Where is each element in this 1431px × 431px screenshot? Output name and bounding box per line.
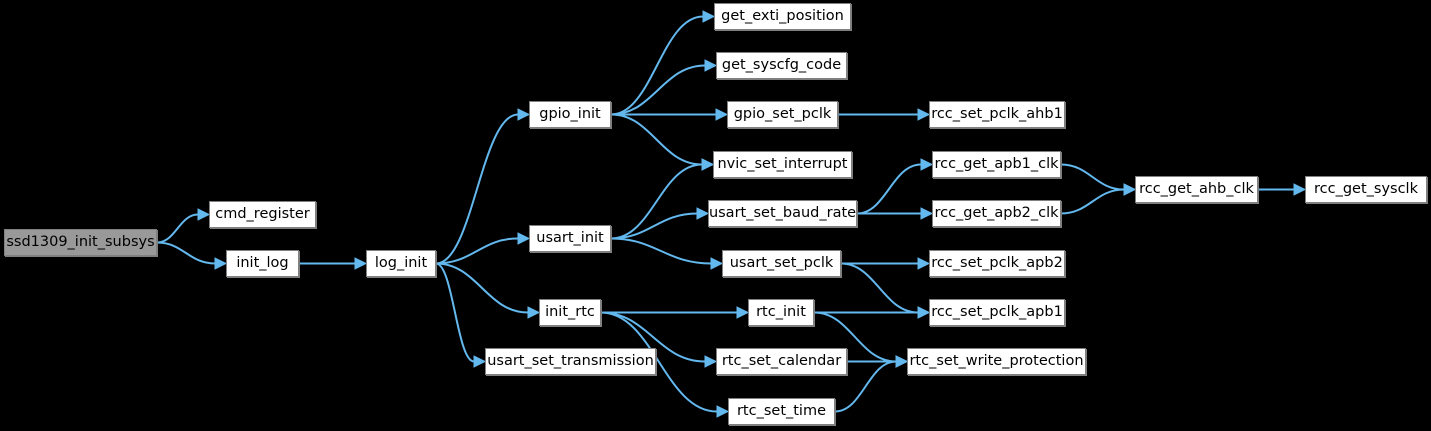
graph-edge-ssd1309_init_subsys-to-cmd_register: [156, 208, 211, 244]
graph-edge-init_log-to-log_init: [299, 257, 368, 270]
graph-node-label: rcc_set_pclk_ahb1: [931, 106, 1063, 123]
graph-node-label: rcc_get_apb1_clk: [934, 156, 1059, 173]
graph-edge-usart_set_pclk-to-rcc_set_pclk_apb2: [841, 257, 931, 270]
graph-node-label: usart_set_transmission: [487, 353, 654, 370]
graph-node-label: cmd_register: [215, 206, 310, 223]
graph-node-rcc_get_apb1_clk[interactable]: rcc_get_apb1_clk: [932, 151, 1061, 178]
graph-edge-log_init-to-usart_init: [435, 232, 531, 265]
graph-node-rcc_set_pclk_ahb1[interactable]: rcc_set_pclk_ahb1: [929, 101, 1065, 128]
graph-node-label: rcc_get_sysclk: [1314, 181, 1418, 198]
graph-node-label: gpio_init: [539, 106, 601, 123]
graph-node-gpio_set_pclk[interactable]: gpio_set_pclk: [727, 101, 838, 128]
graph-node-rcc_set_pclk_apb1[interactable]: rcc_set_pclk_apb1: [929, 299, 1065, 326]
graph-node-label: usart_set_pclk: [729, 255, 834, 272]
graph-node-label: init_log: [236, 255, 289, 272]
graph-node-rtc_set_write_protection[interactable]: rtc_set_write_protection: [907, 348, 1086, 375]
graph-node-label: usart_set_baud_rate: [708, 205, 857, 222]
graph-node-log_init[interactable]: log_init: [366, 250, 436, 277]
graph-edge-ssd1309_init_subsys-to-init_log: [156, 241, 228, 270]
graph-edge-log_init-to-gpio_init: [435, 108, 531, 265]
graph-edge-gpio_set_pclk-to-rcc_set_pclk_ahb1: [837, 108, 931, 121]
graph-node-usart_set_baud_rate[interactable]: usart_set_baud_rate: [708, 200, 857, 227]
graph-node-cmd_register[interactable]: cmd_register: [209, 201, 316, 228]
graph-node-label: usart_init: [536, 230, 604, 247]
graph-edge-gpio_init-to-get_exti_position: [610, 10, 716, 116]
graph-edge-usart_init-to-nvic_set_interrupt: [610, 158, 715, 240]
graph-edge-usart_init-to-usart_set_pclk: [610, 237, 724, 270]
graph-node-label: rcc_set_pclk_apb2: [931, 255, 1063, 272]
graph-node-rtc_init[interactable]: rtc_init: [748, 299, 814, 326]
graph-edge-init_rtc-to-rtc_set_time: [600, 311, 730, 418]
graph-node-gpio_init[interactable]: gpio_init: [529, 101, 611, 128]
graph-node-label: rtc_init: [756, 304, 806, 321]
graph-edge-rcc_get_ahb_clk-to-rcc_get_sysclk: [1257, 183, 1307, 196]
graph-node-label: get_exti_position: [721, 8, 844, 25]
graph-node-label: ssd1309_init_subsys: [6, 234, 155, 251]
graph-node-label: log_init: [374, 255, 428, 272]
graph-node-label: rtc_set_calendar: [721, 353, 842, 370]
graph-node-nvic_set_interrupt[interactable]: nvic_set_interrupt: [713, 151, 852, 178]
graph-node-label: get_syscfg_code: [721, 57, 842, 74]
graph-node-rtc_set_time[interactable]: rtc_set_time: [728, 398, 835, 425]
graph-node-label: rtc_set_time: [736, 403, 827, 420]
graph-node-rcc_get_sysclk[interactable]: rcc_get_sysclk: [1305, 176, 1427, 203]
graph-node-label: rcc_get_apb2_clk: [934, 205, 1059, 222]
graph-node-ssd1309_init_subsys[interactable]: ssd1309_init_subsys: [4, 229, 157, 256]
graph-node-label: nvic_set_interrupt: [717, 156, 848, 173]
graph-edge-rcc_get_apb2_clk-to-rcc_get_ahb_clk: [1060, 183, 1137, 215]
graph-node-rcc_get_ahb_clk[interactable]: rcc_get_ahb_clk: [1135, 176, 1258, 203]
graph-node-usart_set_pclk[interactable]: usart_set_pclk: [722, 250, 841, 277]
graph-edge-rtc_init-to-rcc_set_pclk_apb1: [814, 306, 931, 319]
graph-edge-rtc_set_time-to-rtc_set_write_protection: [834, 355, 909, 413]
graph-edge-usart_set_pclk-to-rcc_set_pclk_apb1: [840, 262, 931, 319]
graph-node-init_rtc[interactable]: init_rtc: [539, 299, 601, 326]
graph-node-label: rcc_set_pclk_apb1: [931, 304, 1063, 321]
graph-node-label: init_rtc: [545, 304, 595, 321]
graph-edge-usart_set_baud_rate-to-rcc_get_apb1_clk: [856, 158, 934, 215]
graph-node-usart_set_transmission[interactable]: usart_set_transmission: [485, 348, 656, 375]
graph-edge-init_rtc-to-rtc_init: [601, 306, 750, 319]
graph-node-rcc_set_pclk_apb2[interactable]: rcc_set_pclk_apb2: [929, 250, 1065, 277]
graph-node-label: gpio_set_pclk: [733, 106, 832, 123]
graph-node-init_log[interactable]: init_log: [226, 250, 299, 277]
graph-node-usart_init[interactable]: usart_init: [529, 225, 611, 252]
graph-node-label: rtc_set_write_protection: [909, 353, 1084, 370]
graph-edge-gpio_init-to-nvic_set_interrupt: [610, 113, 715, 171]
graph-node-rcc_get_apb2_clk[interactable]: rcc_get_apb2_clk: [932, 200, 1061, 227]
graph-node-label: rcc_get_ahb_clk: [1139, 181, 1254, 198]
graph-edge-usart_init-to-usart_set_baud_rate: [610, 207, 710, 240]
graph-edge-log_init-to-usart_set_transmission: [435, 262, 487, 368]
graph-node-rtc_set_calendar[interactable]: rtc_set_calendar: [716, 348, 847, 375]
graph-edge-gpio_init-to-gpio_set_pclk: [610, 108, 729, 121]
graph-edge-gpio_init-to-get_syscfg_code: [610, 59, 718, 116]
graph-node-get_exti_position[interactable]: get_exti_position: [714, 3, 851, 30]
graph-node-get_syscfg_code[interactable]: get_syscfg_code: [716, 52, 847, 79]
graph-edge-log_init-to-init_rtc: [435, 262, 541, 319]
graph-edge-usart_set_baud_rate-to-rcc_get_apb2_clk: [857, 207, 934, 220]
